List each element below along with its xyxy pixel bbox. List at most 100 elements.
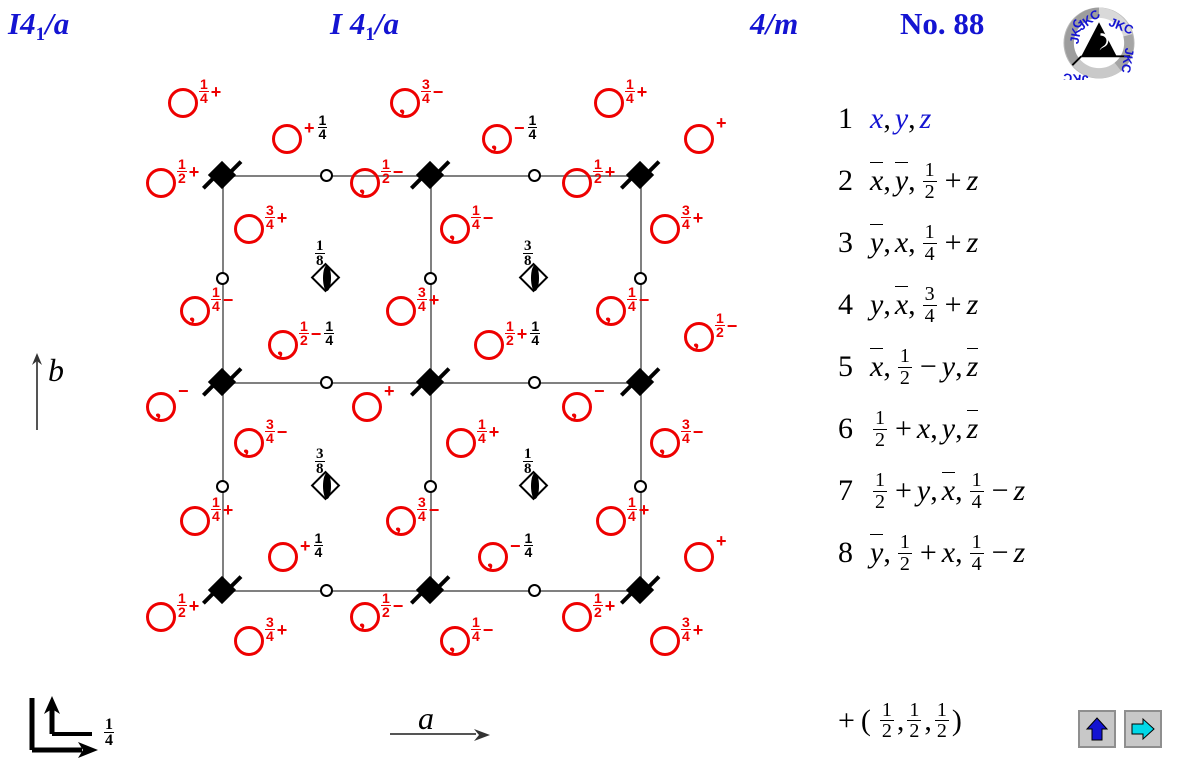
operation-sign: +: [895, 474, 912, 507]
operation-frac-num: 1: [873, 469, 887, 492]
hm-full-main: 4: [349, 6, 366, 41]
atom-circle-icon: [440, 214, 470, 244]
cf1-num: 1: [879, 699, 894, 722]
atom-height-sign: −: [222, 289, 234, 310]
atom-circle-icon: [390, 88, 420, 118]
fraction-numerator: 1: [625, 76, 635, 93]
atom-height-sign: +: [304, 117, 315, 138]
comma-icon: ,: [359, 172, 366, 199]
atom-circle-icon: [650, 626, 680, 656]
inversion-centre-icon: [633, 271, 647, 285]
fraction-numerator: 3: [681, 416, 691, 433]
atom-circle-icon: [146, 168, 176, 198]
operation-sign: +: [895, 412, 912, 445]
operation-punctuation: ,: [883, 102, 891, 135]
operation-variable: x: [894, 226, 909, 259]
fraction-numerator: 1: [593, 156, 603, 173]
fraction-numerator: 3: [681, 202, 691, 219]
atom-circle-icon: [268, 330, 298, 360]
operation-number: 6: [838, 412, 853, 445]
operation-frac-den: 2: [924, 180, 935, 203]
up-arrow-icon: [1085, 717, 1109, 741]
comma-icon: ,: [189, 300, 196, 327]
fraction-denominator: 4: [314, 544, 323, 561]
atom-height-sign: −: [428, 499, 440, 520]
fraction-numerator: 3: [417, 284, 427, 301]
fraction-denominator: 2: [382, 604, 390, 621]
atom-height-sign: −: [638, 289, 650, 310]
cf3-num: 1: [934, 699, 949, 722]
fourfold-screw-axis-icon: [201, 573, 243, 607]
operation-frac-num: 1: [969, 531, 984, 554]
fraction-numerator: 1: [505, 318, 515, 335]
right-arrow-button[interactable]: [1124, 710, 1162, 748]
fraction-denominator: 2: [594, 170, 602, 187]
atom-label: +: [715, 114, 727, 132]
fraction-denominator: 4: [422, 90, 430, 107]
atom-circle-icon: [596, 506, 626, 536]
operation-frac-den: 4: [924, 242, 935, 265]
atom-circle-icon: [562, 602, 592, 632]
fraction-numerator: 1: [177, 156, 187, 173]
comma-icon: ,: [605, 300, 612, 327]
atom-height-sign: +: [300, 535, 311, 556]
atom-height-sign: −: [482, 207, 494, 228]
atom-height-sign: +: [210, 81, 222, 102]
operation-frac-den: 2: [899, 552, 910, 575]
operation-variable: z: [1013, 474, 1026, 507]
fraction-numerator: 1: [523, 530, 534, 547]
cf1-den: 2: [881, 720, 892, 743]
fourfold-screw-axis-icon: [409, 365, 451, 399]
operation-frac-den: 2: [875, 490, 885, 513]
axis-b-label: b: [48, 352, 64, 388]
comma-icon: ,: [571, 396, 578, 423]
atom-circle-icon: [562, 168, 592, 198]
fraction-denominator: 2: [594, 604, 602, 621]
fraction-denominator: 4: [266, 430, 274, 447]
fraction-numerator: 3: [681, 614, 691, 631]
fourfold-screw-axis-icon: [619, 573, 661, 607]
atom-circle-icon: [650, 428, 680, 458]
up-arrow-button[interactable]: [1078, 710, 1116, 748]
atom-circle-icon: [268, 542, 298, 572]
operation-overlined-variable: y: [870, 224, 884, 259]
operation-sign: +: [919, 536, 937, 569]
fraction-denominator: 4: [325, 332, 334, 349]
atom-circle-icon: [146, 392, 176, 422]
atom-height-sign: −: [514, 117, 525, 138]
centering-translation: + ( 1 2 , 1 2 , 1 2 ): [838, 700, 962, 742]
fraction-denominator: 4: [628, 298, 636, 315]
atom-label: +: [383, 382, 395, 400]
fourfold-screw-axis-icon: [619, 365, 661, 399]
operation-variable: z: [1013, 536, 1026, 569]
operation-variable: z: [966, 288, 979, 321]
operation-variable: y: [941, 412, 956, 445]
atom-circle-icon: [234, 428, 264, 458]
